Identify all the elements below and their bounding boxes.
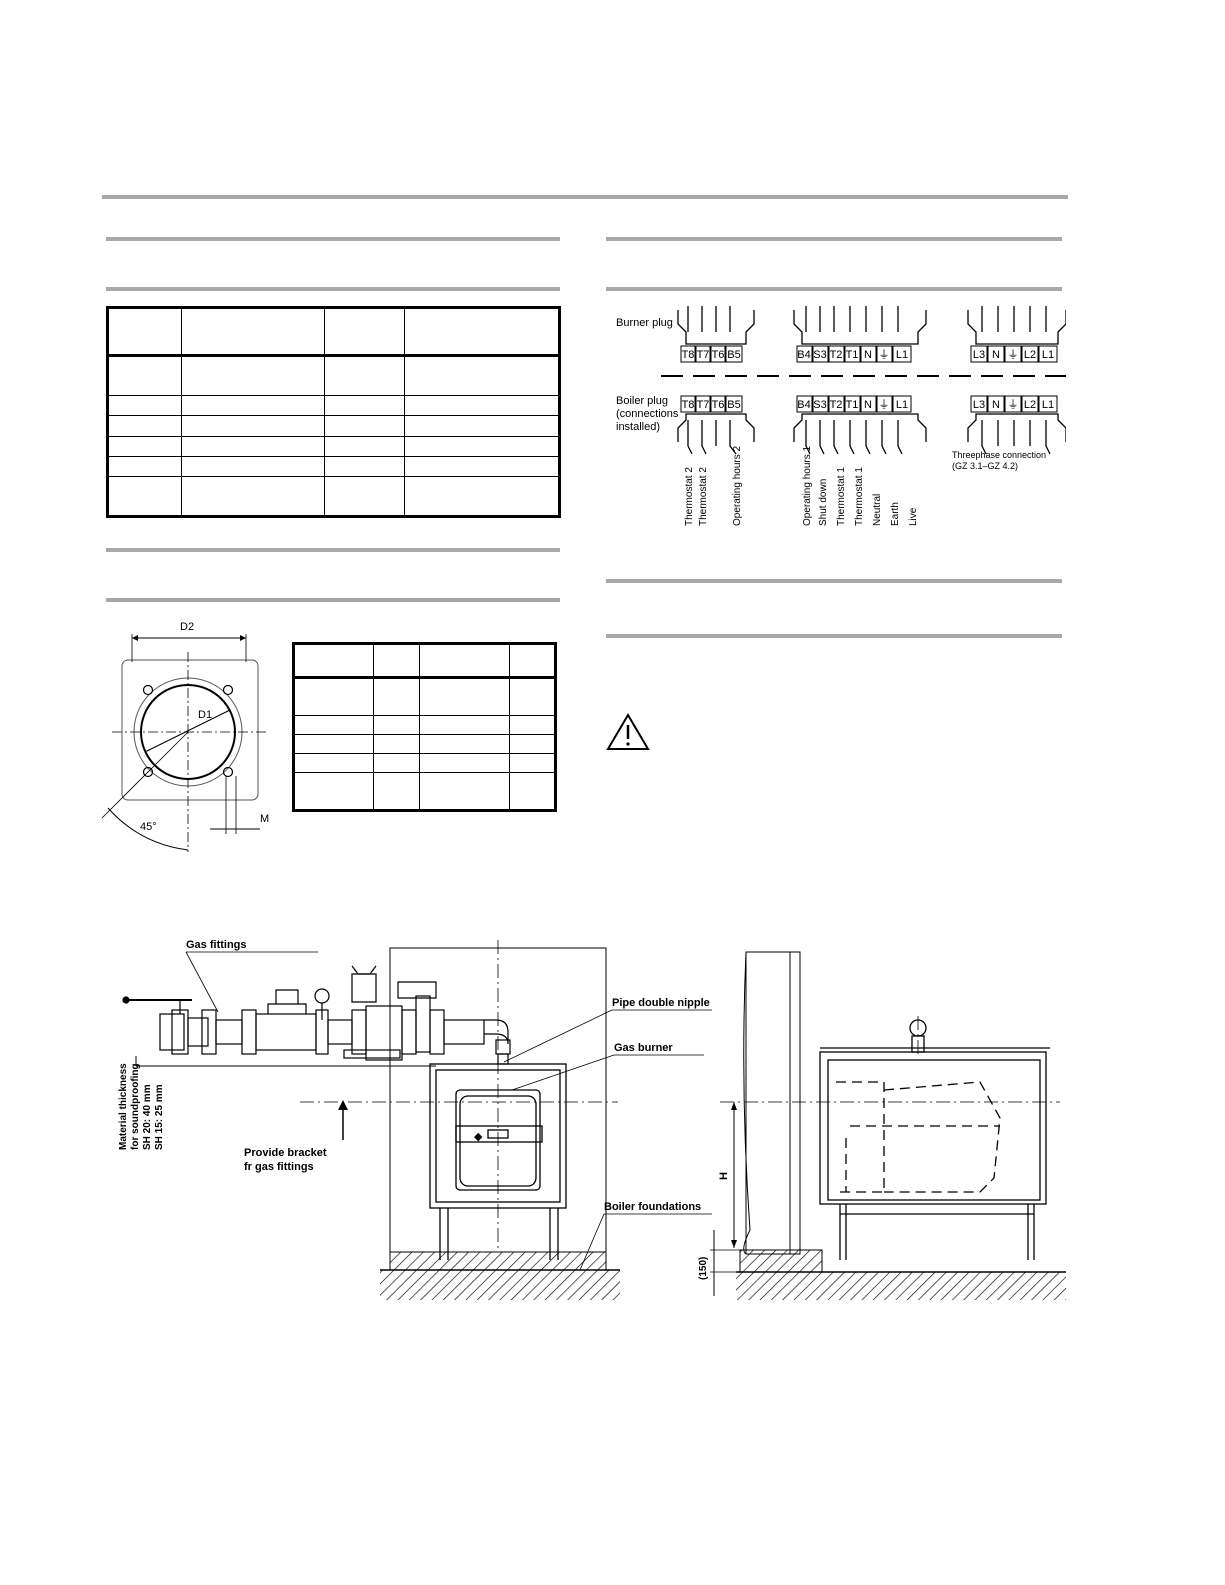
bracket-label-1: Provide bracket xyxy=(244,1147,327,1159)
section-rule-left-2b xyxy=(106,598,560,602)
flange-m-label: M xyxy=(260,813,269,825)
terminal-label: T1 xyxy=(846,399,859,411)
wire-label: Shut down xyxy=(818,479,829,526)
wire-label: Thermostat 2 xyxy=(684,467,695,526)
flange-drawing: D1 D2 M 45° xyxy=(101,621,269,852)
terminal-label: B5 xyxy=(727,349,740,361)
section-rule-right-2b xyxy=(606,634,1062,638)
header-rule xyxy=(102,195,1068,199)
boiler-plug-label: Boiler plug xyxy=(616,395,668,407)
terminal-label: L1 xyxy=(1042,349,1054,361)
gas-fittings-label: Gas fittings xyxy=(186,939,247,951)
flange-table-header-row xyxy=(293,643,556,678)
section-rule-left-1b xyxy=(106,287,560,291)
terminal-label: T2 xyxy=(830,399,843,411)
wire-label: Operating hours 1 xyxy=(802,446,813,526)
terminal-label: S3 xyxy=(813,399,826,411)
terminal-label: L1 xyxy=(1042,399,1054,411)
material-label-4: SH 15: 25 mm xyxy=(154,1084,165,1150)
wire-label: Neutral xyxy=(872,494,883,526)
pipe-nipple-label: Pipe double nipple xyxy=(612,997,710,1009)
section-rule-right-2a xyxy=(606,579,1062,583)
terminal-label: T2 xyxy=(830,349,843,361)
terminal-label: T7 xyxy=(697,349,710,361)
terminal-label: L3 xyxy=(973,349,985,361)
terminal-label: N xyxy=(992,399,1000,411)
section-rule-left-2a xyxy=(106,548,560,552)
dimensions-table xyxy=(106,306,561,518)
earth-symbol-icon: ⏚ xyxy=(1008,398,1019,411)
terminal-label: L1 xyxy=(896,349,908,361)
dimension-h-label: H xyxy=(718,1172,730,1180)
table-row xyxy=(293,734,556,754)
table-row xyxy=(107,415,560,437)
installation-drawing: Gas fittings Pipe double nipple Gas burn… xyxy=(118,939,1066,1300)
threephase-sub: (GZ 3.1–GZ 4.2) xyxy=(952,461,1018,471)
wire-label: Earth xyxy=(890,502,901,526)
terminal-label: L1 xyxy=(896,399,908,411)
section-rule-left-1a xyxy=(106,237,560,241)
terminal-label: B4 xyxy=(797,349,810,361)
terminal-label: T6 xyxy=(712,349,725,361)
table-row xyxy=(107,435,560,457)
earth-symbol-icon: ⏚ xyxy=(879,348,890,361)
warning-triangle-icon xyxy=(606,713,650,750)
burner-arrow-icon: ◆ xyxy=(474,1131,483,1143)
boiler-plug-sub1: (connections xyxy=(616,408,679,420)
table-row xyxy=(107,354,560,397)
table-header-row xyxy=(107,307,560,356)
terminal-label: N xyxy=(864,349,872,361)
table-row xyxy=(293,677,556,716)
flange-table xyxy=(292,642,557,812)
terminal-label: B5 xyxy=(727,399,740,411)
table-row xyxy=(293,772,556,811)
table-row xyxy=(107,475,560,518)
table-row xyxy=(107,455,560,477)
wire-label: Thermostat 1 xyxy=(854,467,865,526)
terminal-label: L2 xyxy=(1024,399,1036,411)
boiler-plug-sub2: installed) xyxy=(616,421,660,433)
material-label-2: for soundproofing xyxy=(130,1063,141,1150)
terminal-label: T8 xyxy=(682,349,695,361)
section-rule-right-1a xyxy=(606,237,1062,241)
terminal-label: N xyxy=(992,349,1000,361)
table-row xyxy=(293,753,556,773)
terminal-label: L3 xyxy=(973,399,985,411)
material-label-1: Material thickness xyxy=(118,1063,129,1150)
table-row xyxy=(107,395,560,417)
flange-d2-label: D2 xyxy=(180,621,194,633)
gas-burner-label: Gas burner xyxy=(614,1042,673,1054)
plug-wiring-diagram: Burner plug Boiler plug (connections ins… xyxy=(616,306,1066,526)
burner-plug-label: Burner plug xyxy=(616,317,673,329)
terminal-label: L2 xyxy=(1024,349,1036,361)
terminal-label: S3 xyxy=(813,349,826,361)
terminal-label: B4 xyxy=(797,399,810,411)
threephase-label: Threephase connection xyxy=(952,450,1046,460)
terminal-label: T7 xyxy=(697,399,710,411)
wire-label: Operating hours 2 xyxy=(732,446,743,526)
dimension-150-label: (150) xyxy=(698,1257,709,1280)
wire-label: Live xyxy=(908,507,919,526)
terminal-label: T8 xyxy=(682,399,695,411)
terminal-label: T1 xyxy=(846,349,859,361)
earth-symbol-icon: ⏚ xyxy=(1008,348,1019,361)
wire-label: Thermostat 2 xyxy=(698,467,709,526)
material-label-3: SH 20: 40 mm xyxy=(142,1084,153,1150)
table-row xyxy=(293,715,556,735)
terminal-label: T6 xyxy=(712,399,725,411)
earth-symbol-icon: ⏚ xyxy=(879,398,890,411)
terminal-label: N xyxy=(864,399,872,411)
flange-angle-label: 45° xyxy=(140,821,157,833)
wire-label: Thermostat 1 xyxy=(836,467,847,526)
section-rule-right-1b xyxy=(606,287,1062,291)
bracket-label-2: fr gas fittings xyxy=(244,1161,314,1173)
flange-d1-label: D1 xyxy=(198,709,212,721)
boiler-foundations-label: Boiler foundations xyxy=(604,1201,701,1213)
